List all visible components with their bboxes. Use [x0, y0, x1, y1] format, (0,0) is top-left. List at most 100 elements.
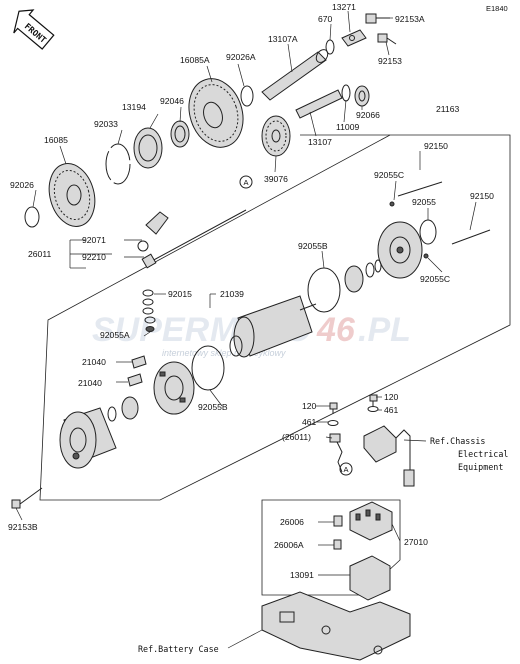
shaft-13107a [261, 49, 329, 101]
terminal-boot [137, 211, 169, 252]
o-ring-11009 [341, 84, 351, 102]
label-92055: 92055 [412, 197, 436, 207]
label-92033: 92033 [94, 119, 118, 129]
washer-461-b [327, 420, 339, 426]
watermark-tagline: internetowy sklep motocyklowy [162, 348, 286, 358]
watermark-brand-suffix: .PL [358, 311, 411, 349]
label-11009: 11009 [336, 122, 359, 132]
gear-16085 [48, 163, 96, 227]
label-26011-ref: (26011) [282, 432, 311, 442]
label-92150-b: 92150 [470, 191, 494, 201]
label-92055b-upper: 92055B [298, 241, 328, 251]
gear-39076 [261, 115, 291, 157]
label-13107a: 13107A [268, 34, 298, 44]
ref-chassis-label: Ref.Chassis [430, 436, 485, 446]
part-labels: 13271 670 92153A 92153 13107A 16085A 920… [8, 2, 508, 654]
label-92210: 92210 [82, 252, 106, 262]
svg-text:A: A [244, 178, 249, 187]
label-26006: 26006 [280, 517, 304, 527]
label-92046: 92046 [160, 96, 184, 106]
o-ring-92055c-b [423, 253, 429, 259]
ref-battery-case-label: Ref.Battery Case [138, 644, 219, 654]
starter-relay-27010 [349, 501, 393, 541]
washer-92026 [24, 206, 40, 228]
washer-end [365, 262, 375, 278]
o-ring-92055b-lower [191, 345, 225, 391]
motor-front-cover [59, 407, 117, 469]
brush-21040-a [131, 355, 147, 369]
diagram-code: E1840 [486, 4, 508, 13]
svg-text:A: A [344, 465, 349, 474]
front-direction-arrow: FRONT [13, 9, 55, 50]
bearing-92066 [354, 85, 370, 107]
battery-case-bracket [261, 591, 411, 661]
sensor-rod-26011 [141, 209, 247, 269]
label-13107: 13107 [308, 137, 332, 147]
bearing-end [344, 265, 364, 293]
fuse-26006a [333, 539, 342, 550]
label-92026: 92026 [10, 180, 34, 190]
callout-a-top: A [239, 175, 253, 189]
label-92153b: 92153B [8, 522, 38, 532]
washer-92026a [240, 85, 254, 107]
label-92150-a: 92150 [424, 141, 448, 151]
relay-cover-13091 [349, 555, 391, 601]
assembly-frame [39, 134, 511, 501]
washer-end-2 [374, 259, 382, 273]
label-92026a: 92026A [226, 52, 256, 62]
ref-equipment-label: Equipment [458, 462, 503, 472]
label-92153: 92153 [378, 56, 402, 66]
label-92153a: 92153A [395, 14, 425, 24]
label-13194: 13194 [122, 102, 146, 112]
circlip-92033 [105, 143, 131, 185]
gear-16085a [188, 78, 244, 148]
label-21039: 21039 [220, 289, 244, 299]
label-92055c-b: 92055C [420, 274, 450, 284]
label-92015: 92015 [168, 289, 192, 299]
label-670: 670 [318, 14, 333, 24]
through-bolt-92150-b [451, 229, 491, 245]
bolt-92153 [377, 33, 397, 45]
ref-electrical-label: Electrical [458, 449, 508, 459]
washer-front [107, 406, 117, 422]
brush-21040-b [127, 373, 143, 387]
label-13091: 13091 [290, 570, 314, 580]
bracket-13271 [341, 29, 367, 47]
label-461-a: 461 [384, 405, 399, 415]
o-ring-92055 [419, 219, 437, 245]
label-21040-a: 21040 [82, 357, 106, 367]
washer-461-a [367, 406, 379, 412]
washer-stack-92015 [142, 289, 156, 332]
label-92071: 92071 [82, 235, 106, 245]
label-21163: 21163 [436, 104, 459, 114]
bearing-92046 [170, 120, 190, 148]
bearing-front [121, 396, 139, 420]
bolt-120-a [369, 394, 378, 406]
label-92055b-lower: 92055B [198, 402, 228, 412]
label-39076: 39076 [264, 174, 288, 184]
label-26011: 26011 [28, 249, 51, 259]
motor-end-cover-21163 [377, 221, 423, 279]
label-120-b: 120 [302, 401, 317, 411]
label-21040-b: 21040 [78, 378, 102, 388]
label-16085: 16085 [44, 135, 68, 145]
label-13271: 13271 [332, 2, 356, 12]
bolt-92153b [11, 487, 43, 509]
label-16085a: 16085A [180, 55, 210, 65]
fuse-26006 [333, 515, 343, 527]
bolt-92153a [365, 13, 390, 24]
label-92066: 92066 [356, 110, 380, 120]
label-26006a: 26006A [274, 540, 304, 550]
relay-connector [363, 425, 415, 487]
label-92055a: 92055A [100, 330, 130, 340]
label-461-b: 461 [302, 417, 317, 427]
label-27010: 27010 [404, 537, 428, 547]
o-ring-92055c-a [389, 201, 395, 207]
callout-a-bottom: A [339, 462, 353, 476]
watermark-brand-number: 46 [316, 311, 356, 349]
shaft-13107 [295, 89, 343, 119]
leader-lines [15, 10, 477, 649]
through-bolt-92150-a [397, 181, 443, 197]
label-92055c-a: 92055C [374, 170, 404, 180]
